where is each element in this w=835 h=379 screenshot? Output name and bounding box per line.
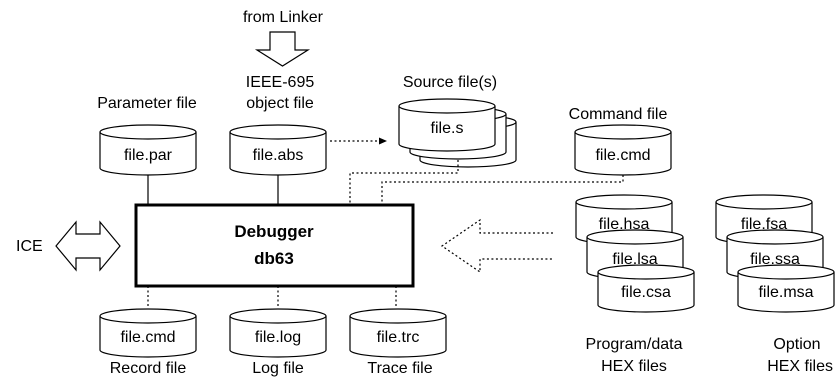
ice-double-arrow [55,220,121,272]
source-connector [349,160,459,205]
debugger-box [134,203,415,288]
abs-to-source-arrowhead [379,137,387,145]
log-file-cylinder: file.log [229,308,327,358]
file-s-label: file.s [431,120,464,137]
program-hex-label-line1: Program/data [586,336,683,353]
object-file-cylinder: file.abs [229,124,327,176]
from-linker-label: from Linker [243,9,324,26]
ice-label: ICE [16,238,43,255]
ieee-label-line1: IEEE-695 [246,74,315,91]
program-hex-label-line2: HEX files [601,358,667,375]
file-lsa-label: file.lsa [612,251,657,268]
file-ssa-label: file.ssa [750,251,800,268]
command-file-label: Command file [569,106,668,123]
debugger-title: Debugger [234,222,314,241]
trace-file-cylinder: file.trc [349,308,447,358]
linker-down-arrow [254,31,311,67]
debugger-name: db63 [254,249,294,268]
log-file-label: Log file [252,360,304,377]
file-trc-label: file.trc [377,329,420,346]
file-cmd-bottom-label: file.cmd [120,329,175,346]
file-msa-label: file.msa [758,284,813,301]
command-connector [381,175,624,205]
option-hex-label-line1: Option [773,336,820,353]
option-hex-stack: file.fsa file.ssa file.msa [715,194,835,313]
trace-file-label: Trace file [367,360,432,377]
file-par-label: file.par [124,147,173,164]
parameter-file-cylinder: file.par [99,124,197,176]
file-csa-label: file.csa [621,284,671,301]
program-hex-stack: file.hsa file.lsa file.csa [575,194,695,313]
source-files-stack: file.s [398,98,517,168]
hex-input-arrow [440,218,553,274]
ieee-label-line2: object file [246,95,314,112]
source-files-label: Source file(s) [403,74,497,91]
parameter-file-label: Parameter file [97,95,197,112]
file-fsa-label: file.fsa [741,216,787,233]
file-cmd-top-label: file.cmd [595,147,650,164]
record-file-cylinder: file.cmd [99,308,197,358]
file-hsa-label: file.hsa [599,216,650,233]
option-hex-label-line2: HEX files [767,358,833,375]
file-abs-label: file.abs [253,147,304,164]
command-file-cylinder: file.cmd [574,124,672,176]
record-file-label: Record file [110,360,187,377]
file-log-label: file.log [255,329,301,346]
